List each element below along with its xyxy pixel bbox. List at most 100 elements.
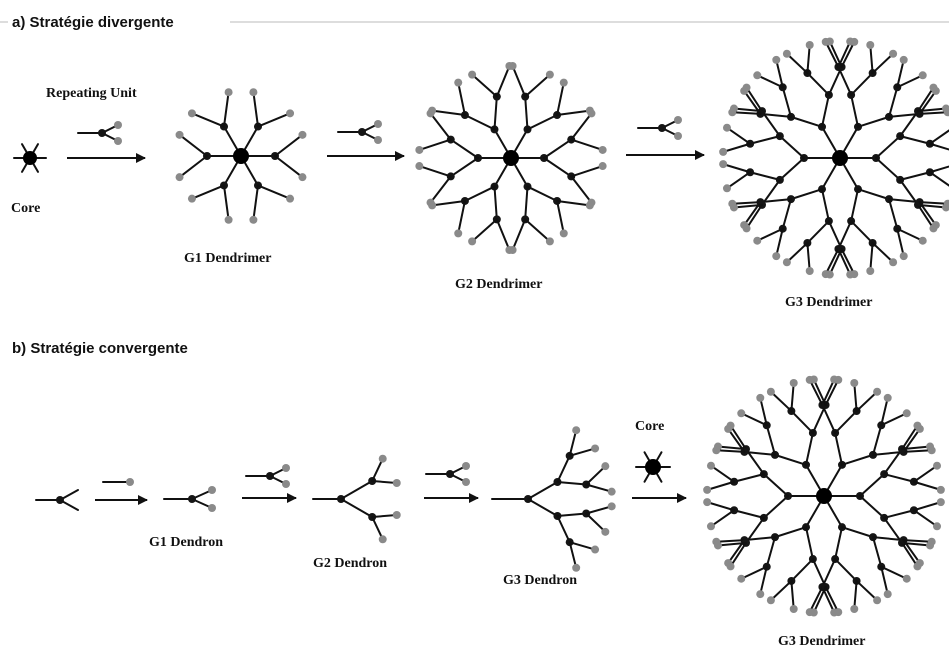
g2-dendron [312, 454, 401, 544]
branch-bond [901, 424, 919, 451]
end-group-node [742, 224, 751, 233]
dendron-end-group [208, 486, 216, 494]
end-group-node [468, 70, 477, 79]
end-group-node [175, 173, 184, 182]
end-group-node [782, 258, 791, 267]
branch-bond [223, 91, 230, 128]
two-arm-fragment [35, 489, 79, 511]
branch-bond [834, 431, 843, 466]
end-group-node [933, 522, 942, 531]
branch-bond [918, 201, 937, 227]
branch-bond [778, 135, 805, 159]
branch-bond [896, 227, 905, 258]
core-star [13, 143, 47, 173]
branch-bond [252, 91, 259, 128]
dendron-bond [568, 541, 597, 551]
branch-bond [543, 138, 573, 159]
g3-dendrimer-label-divergent: G3 Dendrimer [785, 295, 872, 310]
end-group-node [850, 378, 859, 387]
branch-bond [857, 188, 891, 201]
end-group-node [724, 424, 733, 433]
end-group-node [809, 375, 818, 384]
end-group-node [834, 375, 843, 384]
end-group-node [728, 108, 737, 117]
branch-bond [463, 114, 496, 131]
end-group-node [889, 49, 898, 58]
branch-bond [871, 52, 895, 75]
dendron-bond [585, 505, 613, 515]
end-group-node [468, 237, 477, 246]
g3-dendron [491, 426, 616, 572]
branch-bond [808, 585, 824, 614]
unit-end-group [674, 132, 682, 140]
dendrimer-core [503, 150, 519, 166]
end-group-node [719, 160, 728, 169]
core-star-convergent [635, 451, 671, 483]
end-group-node [706, 461, 715, 470]
branch-bond [834, 410, 858, 434]
branch-bond [729, 541, 747, 568]
dendron-bond [556, 512, 588, 517]
branch-bond [850, 93, 859, 128]
branch-bond [853, 381, 858, 413]
branch-bond [821, 93, 830, 128]
branch-bond [725, 171, 752, 190]
branch-bond [706, 501, 736, 512]
branch-bond [917, 203, 935, 230]
end-group-node [809, 608, 818, 617]
branch-bond [706, 480, 736, 491]
dendron-bond [527, 481, 559, 500]
branch-bond [457, 199, 466, 235]
branch-bond [855, 579, 879, 602]
branch-bond [902, 539, 933, 543]
branch-bond [709, 464, 736, 483]
branch-bond [840, 40, 856, 69]
branch-bond [431, 109, 466, 117]
branch-bond [745, 203, 763, 230]
end-group-node [883, 393, 892, 402]
end-group-node [249, 215, 258, 224]
dendrimer-core [832, 150, 848, 166]
end-group-node [722, 123, 731, 132]
branch-bond [743, 89, 762, 115]
unit-node [98, 129, 106, 137]
end-group-node [850, 37, 859, 46]
branch-bond [872, 536, 905, 542]
end-group-node [428, 106, 437, 115]
branch-bond [899, 110, 920, 138]
branch-bond [274, 155, 304, 179]
branch-bond [495, 218, 511, 251]
end-group-node [866, 267, 875, 276]
end-group-node [722, 184, 731, 193]
end-group-node [454, 229, 463, 238]
branch-bond [744, 516, 765, 544]
end-group-node [789, 605, 798, 614]
branch-bond [902, 449, 933, 453]
end-group-node [175, 130, 184, 139]
end-group-node [902, 409, 911, 418]
branch-bond [773, 453, 807, 466]
branch-bond [722, 163, 752, 174]
branch-bond [570, 112, 593, 141]
branch-bond [827, 66, 843, 96]
core-label-convergent: Core [635, 419, 664, 434]
g1-dendrimer [175, 88, 307, 224]
end-group-node [726, 562, 735, 571]
branch-bond [418, 138, 452, 151]
branch-bond [899, 135, 931, 145]
branch-bond [896, 58, 905, 89]
unit-node [446, 470, 454, 478]
end-group-node [298, 173, 307, 182]
branch-bond [888, 198, 899, 230]
branch-bond [859, 495, 886, 519]
dendron-bond [568, 429, 578, 457]
end-group-node [598, 145, 607, 154]
branch-bond [556, 199, 591, 207]
end-group-node [899, 252, 908, 261]
core-label-divergent: Core [11, 201, 40, 216]
branch-bond [749, 135, 781, 145]
end-group-node [454, 78, 463, 87]
end-group-node [805, 267, 814, 276]
branch-bond [449, 138, 479, 159]
